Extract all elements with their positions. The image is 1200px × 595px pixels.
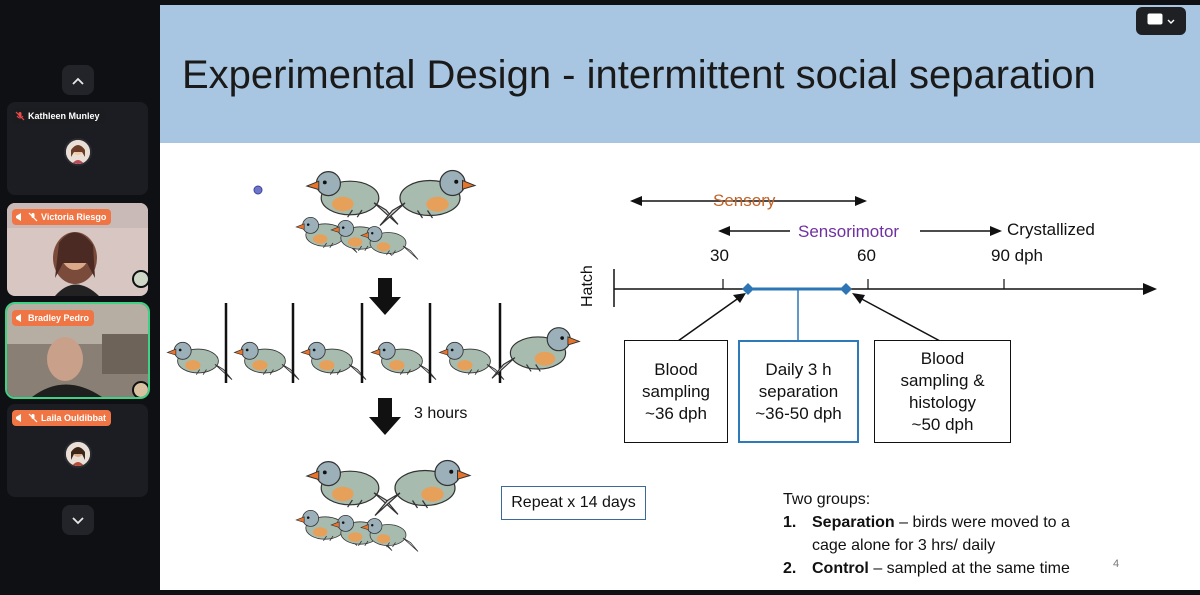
participant-name-tag: Victoria Riesgo — [12, 209, 112, 225]
crystallized-label: Crystallized — [1007, 220, 1095, 239]
chevron-down-icon — [72, 512, 84, 528]
bird-diagram — [166, 169, 580, 552]
participant-name-tag: Bradley Pedro — [12, 310, 95, 326]
participant-name-tag: Kathleen Munley — [12, 108, 105, 124]
participant-sidebar: Kathleen Munley Victoria Riesgo — [0, 0, 160, 595]
participant-tile-speaking[interactable]: Bradley Pedro — [5, 302, 150, 399]
hatch-label: Hatch — [579, 265, 596, 307]
bird-family-bottom — [295, 459, 471, 552]
slide-title: Experimental Design - intermittent socia… — [182, 53, 1096, 97]
camera-view-toggle[interactable] — [1136, 7, 1186, 35]
list-item: 2. Control – sampled at the same time — [783, 560, 1070, 577]
participant-tile[interactable]: Laila Ouldibbat — [7, 404, 148, 497]
avatar — [64, 138, 92, 166]
participant-tile[interactable]: Kathleen Munley — [7, 102, 148, 195]
chevron-up-icon — [72, 72, 84, 88]
participant-name-tag: Laila Ouldibbat — [12, 410, 112, 426]
megaphone-icon — [15, 212, 25, 222]
page-number: 4 — [1113, 558, 1120, 570]
blood-sampling-box-2: Blood sampling & histology ~50 dph — [874, 340, 1011, 443]
slide-header: Experimental Design - intermittent socia… — [160, 5, 1200, 143]
mic-muted-icon — [28, 413, 38, 423]
reaction-avatar-icon — [132, 381, 148, 397]
megaphone-icon — [15, 413, 25, 423]
list-item-continuation: cage alone for 3 hrs/ daily — [812, 537, 996, 554]
scroll-down-button[interactable] — [62, 505, 94, 535]
groups-heading: Two groups: — [783, 491, 871, 508]
list-item: 1. Separation – birds were moved to a — [783, 514, 1070, 531]
separation-box: Daily 3 h separation ~36-50 dph — [738, 340, 859, 443]
scroll-up-button[interactable] — [62, 65, 94, 95]
separated-birds-row — [166, 303, 580, 383]
participant-name: Bradley Pedro — [28, 313, 90, 323]
groups-list: Two groups: 1. Separation – birds were m… — [783, 488, 1070, 580]
tick-30-label: 30 — [710, 246, 729, 265]
reaction-avatar-icon — [132, 270, 148, 288]
tick-90-label: 90 dph — [991, 246, 1043, 265]
hours-label: 3 hours — [414, 405, 468, 422]
repeat-box: Repeat x 14 days — [501, 486, 646, 520]
sensorimotor-label: Sensorimotor — [798, 222, 900, 241]
screen-icon — [1147, 12, 1163, 30]
bird-family-top — [295, 169, 476, 260]
blood-sampling-box-1: Blood sampling ~36 dph — [624, 340, 728, 443]
slide-body: 3 hours Repeat x 14 days — [160, 143, 1200, 590]
participant-name: Kathleen Munley — [28, 111, 100, 121]
participant-name: Laila Ouldibbat — [41, 413, 107, 423]
tick-60-label: 60 — [857, 246, 876, 265]
shared-slide: Experimental Design - intermittent socia… — [160, 5, 1200, 590]
mic-muted-icon — [15, 111, 25, 121]
participant-tile[interactable]: Victoria Riesgo — [7, 203, 148, 296]
megaphone-icon — [15, 313, 25, 323]
chevron-down-icon — [1167, 12, 1175, 30]
sensory-label: Sensory — [713, 191, 776, 210]
participant-name: Victoria Riesgo — [41, 212, 107, 222]
down-arrow-icon — [369, 278, 401, 315]
mic-muted-icon — [28, 212, 38, 222]
developmental-timeline — [613, 196, 1157, 342]
avatar — [64, 440, 92, 468]
down-arrow-icon — [369, 398, 401, 435]
